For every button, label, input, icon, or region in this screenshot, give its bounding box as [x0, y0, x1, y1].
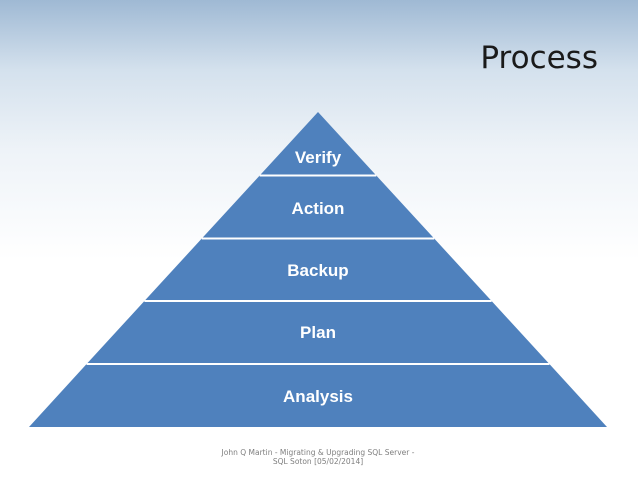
pyramid-level-verify	[259, 112, 377, 176]
pyramid-level-analysis	[29, 364, 607, 427]
pyramid-label-action: Action	[292, 199, 345, 218]
pyramid-label-plan: Plan	[300, 323, 336, 342]
pyramid-label-analysis: Analysis	[283, 387, 353, 406]
footer-line-1: John Q Martin - Migrating & Upgrading SQ…	[221, 448, 415, 457]
pyramid-level-action	[201, 175, 435, 239]
pyramid-level-backup	[144, 238, 492, 301]
footer-line-2: SQL Soton [05/02/2014]	[272, 457, 364, 466]
slide-footer: John Q Martin - Migrating & Upgrading SQ…	[218, 448, 418, 466]
slide-title: Process	[480, 40, 598, 76]
pyramid-label-backup: Backup	[287, 261, 348, 280]
pyramid-level-plan	[86, 301, 550, 364]
pyramid-label-verify: Verify	[295, 148, 342, 167]
